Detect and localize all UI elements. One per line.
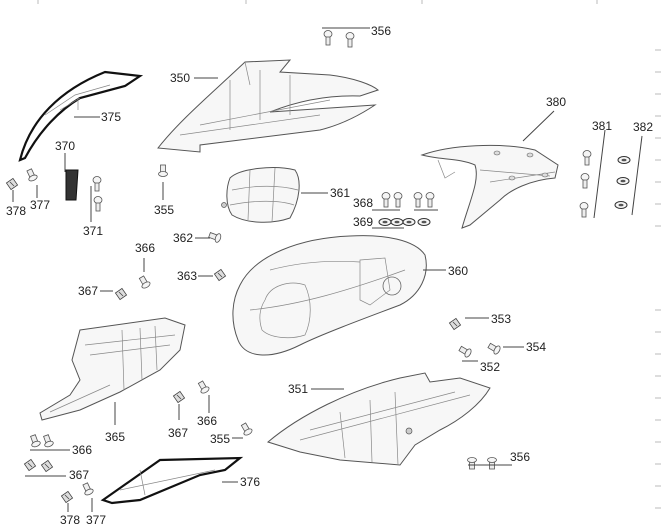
label-355-lower: 355 [210, 432, 230, 446]
label-376: 376 [240, 475, 260, 489]
label-360: 360 [448, 264, 468, 278]
label-352: 352 [480, 360, 500, 374]
part-361-lens: 361 [221, 167, 350, 223]
part-370-bracket: 370 [55, 139, 79, 201]
label-367-lower: 367 [69, 468, 89, 482]
part-366-upper: 366 [135, 241, 155, 290]
part-366-lower: 366 [28, 433, 92, 457]
part-378-clip-top: 378 [6, 178, 26, 218]
part-367-middle: 367 [168, 391, 188, 440]
part-369-washers: 369 [353, 215, 431, 229]
label-378-top: 378 [6, 204, 26, 218]
part-356-top-screws: 356 [322, 24, 391, 48]
label-365: 365 [105, 430, 125, 444]
part-351-cover: 351 [266, 372, 491, 466]
part-367-lower: 367 [24, 459, 89, 482]
label-369: 369 [353, 215, 373, 229]
part-363-clip: 363 [177, 269, 226, 283]
label-375: 375 [101, 110, 121, 124]
part-362-screw: 362 [173, 230, 223, 245]
part-381-bolts: 381 [579, 119, 612, 219]
part-356-lower-screws: 356 [467, 450, 530, 470]
part-382-washers: 382 [614, 120, 653, 216]
edge-ticks [37, 0, 661, 509]
label-366-upper: 366 [135, 241, 155, 255]
part-350-cover: 350 [157, 59, 380, 153]
part-355-lower: 355 [210, 421, 254, 446]
label-367-middle: 367 [168, 426, 188, 440]
label-362: 362 [173, 231, 193, 245]
part-360-storage-box: 360 [232, 235, 468, 356]
part-377-screw-bottom: 377 [80, 481, 106, 527]
label-382: 382 [633, 120, 653, 134]
label-381: 381 [592, 119, 612, 133]
label-366-middle: 366 [197, 414, 217, 428]
part-377-screw-top: 377 [24, 167, 50, 212]
part-378-clip-bottom: 378 [60, 491, 80, 527]
part-355-upper: 355 [154, 164, 174, 217]
label-361: 361 [330, 186, 350, 200]
part-371-screws: 371 [83, 176, 103, 238]
label-367-upper: 367 [78, 284, 98, 298]
part-380-rack: 380 [420, 95, 566, 229]
part-353-clip: 353 [449, 312, 511, 330]
part-375-frame: 375 [18, 70, 144, 162]
label-350: 350 [170, 71, 190, 85]
part-368-bolts: 368 [353, 192, 438, 211]
label-355-upper: 355 [154, 203, 174, 217]
label-378-bottom: 378 [60, 513, 80, 527]
label-377-bottom: 377 [86, 513, 106, 527]
label-377-top: 377 [30, 198, 50, 212]
label-371: 371 [83, 224, 103, 238]
part-367-upper: 367 [78, 284, 127, 300]
label-363: 363 [177, 269, 197, 283]
label-354: 354 [526, 340, 546, 354]
part-376-frame: 376 [100, 456, 260, 505]
label-380: 380 [546, 95, 566, 109]
part-366-middle: 366 [196, 379, 217, 428]
label-356-top: 356 [371, 24, 391, 38]
part-352-screw: 352 [457, 344, 500, 374]
label-351: 351 [288, 382, 308, 396]
part-365-panel: 365 [39, 317, 186, 444]
label-353: 353 [491, 312, 511, 326]
label-370: 370 [55, 139, 75, 153]
part-354-screw: 354 [486, 340, 546, 356]
label-366-lower: 366 [72, 443, 92, 457]
label-356-lower: 356 [510, 450, 530, 464]
label-368: 368 [353, 196, 373, 210]
